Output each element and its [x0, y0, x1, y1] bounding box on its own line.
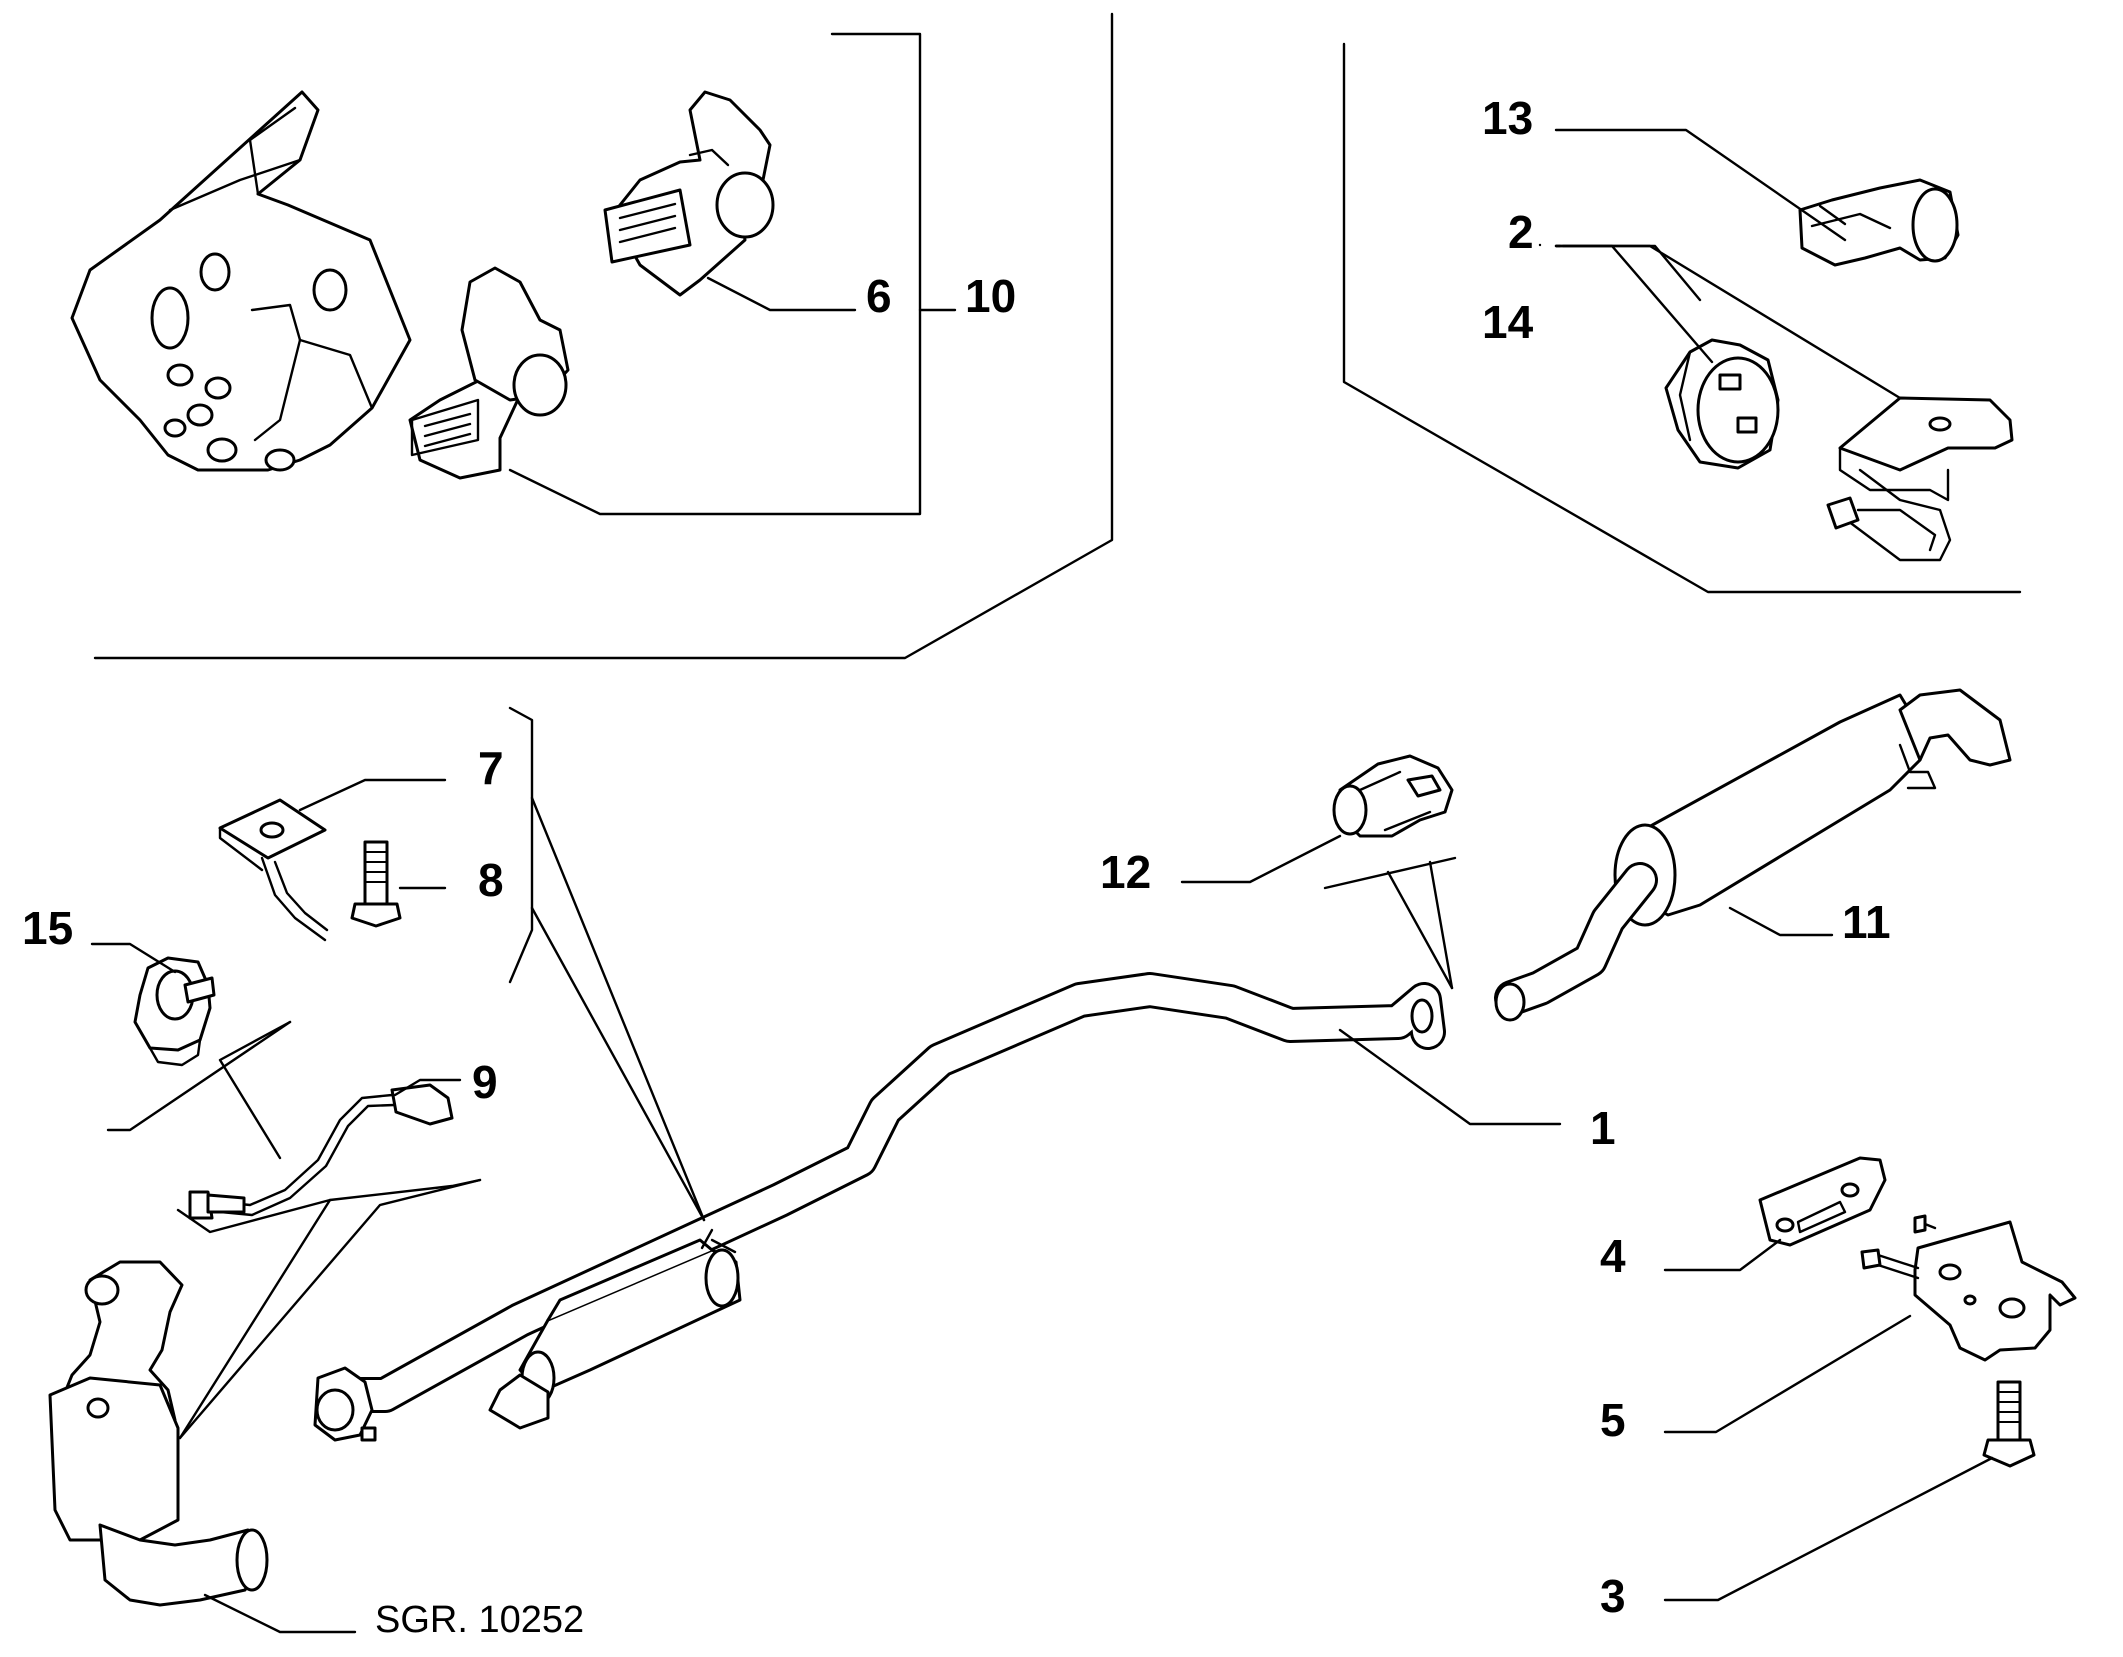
hanger-bushing-6: [603, 90, 775, 297]
hanger-bracket-2: [1826, 396, 2014, 562]
callout-11: 11: [1842, 896, 1891, 948]
callout-12: 12: [1100, 846, 1151, 898]
drawing-reference: SGR. 10252: [375, 1599, 584, 1641]
bolt-8: [350, 840, 402, 928]
sensor-clip-15: [133, 956, 216, 1067]
rear-muffler-11: [1494, 688, 2012, 1022]
leader-line-1: [1338, 1028, 1562, 1126]
rubber-pad-4: [1758, 1156, 1887, 1247]
callout-15: 15: [22, 902, 73, 954]
leader-line-11: [1728, 906, 1834, 937]
leader-line-2-main: [1561, 244, 1902, 400]
clamp-13: [1798, 178, 1960, 267]
callout-13: 13: [1482, 92, 1533, 144]
heat-shield-bracket: [70, 90, 412, 472]
leader-line-2: [1538, 243, 1562, 248]
pointer-9-catalyst: [176, 1178, 482, 1440]
callout-3: 3: [1600, 1570, 1626, 1622]
leader-line-15: [90, 942, 177, 974]
callout-4: 4: [1600, 1230, 1626, 1282]
leader-line-9: [393, 1078, 462, 1097]
bracket-7: [218, 798, 329, 942]
catalytic-converter: [48, 1260, 269, 1607]
group-frame-top-left: [93, 12, 1114, 660]
leader-lines-6-10: [508, 32, 957, 516]
hanger-bushing-10-lower: [408, 266, 570, 480]
pipe-clamp-12: [1332, 754, 1454, 838]
leader-lines-7-8: [298, 778, 447, 890]
callout-14: 14: [1482, 296, 1534, 348]
callout-9: 9: [472, 1056, 498, 1108]
pointer-7-8-pipe: [530, 796, 706, 1222]
leader-line-12: [1180, 834, 1457, 990]
leader-line-ref: [203, 1593, 357, 1634]
oxygen-sensor-9: [188, 1083, 454, 1220]
bracket-group-7-8: [508, 706, 534, 984]
pointer-15-9: [106, 1020, 292, 1160]
callout-8: 8: [478, 854, 504, 906]
mount-plate-5: [1860, 1214, 2077, 1362]
callout-10: 10: [965, 270, 1016, 322]
callout-5: 5: [1600, 1394, 1626, 1446]
bolt-3: [1982, 1380, 2036, 1468]
intermediate-pipe-1: [327, 972, 1446, 1430]
callout-1: 1: [1590, 1102, 1616, 1154]
leader-line-3: [1663, 1456, 1994, 1602]
leader-line-5: [1663, 1314, 1912, 1434]
callout-2: 2: [1508, 206, 1534, 258]
callout-7: 7: [478, 742, 504, 794]
callout-6: 6: [866, 270, 892, 322]
rubber-mount-14: [1664, 338, 1780, 470]
group-frame-top-right: [1342, 42, 2022, 594]
pipe-flange: [313, 1366, 377, 1442]
leader-line-4: [1663, 1238, 1782, 1272]
